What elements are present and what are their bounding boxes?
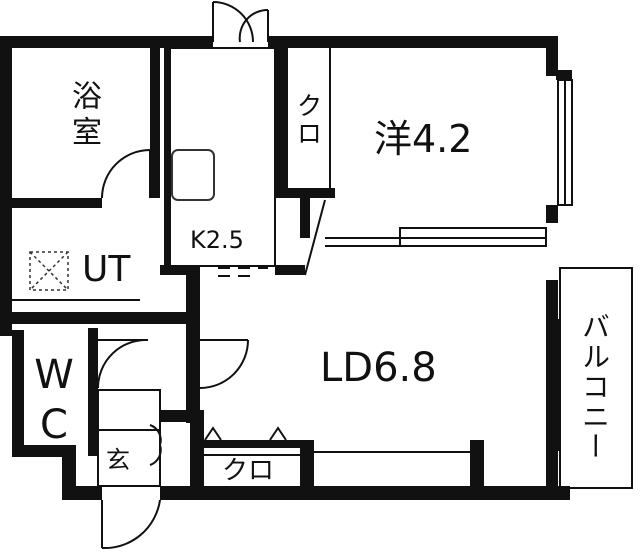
door-swing-icon <box>96 1 287 550</box>
room-label-kitchen: K2.5 <box>190 226 244 254</box>
outer-walls <box>0 36 572 500</box>
room-label-entrance: 玄 <box>106 446 130 474</box>
room-label-utility: UT <box>82 249 131 290</box>
room-label-living: LD6.8 <box>320 345 437 391</box>
closet-label-western: クロ <box>292 92 322 148</box>
inner-walls <box>12 48 484 490</box>
thin-lines <box>12 47 633 489</box>
balcony-label: バルコニー <box>578 312 611 462</box>
room-label-bath: 浴室 <box>66 80 101 152</box>
room-label-western: 洋4.2 <box>374 117 473 161</box>
washer-pan-icon <box>29 251 69 291</box>
closet-label-living: クロ <box>222 456 275 486</box>
room-label-toilet: WC <box>31 352 77 452</box>
sink-icon <box>171 149 215 201</box>
